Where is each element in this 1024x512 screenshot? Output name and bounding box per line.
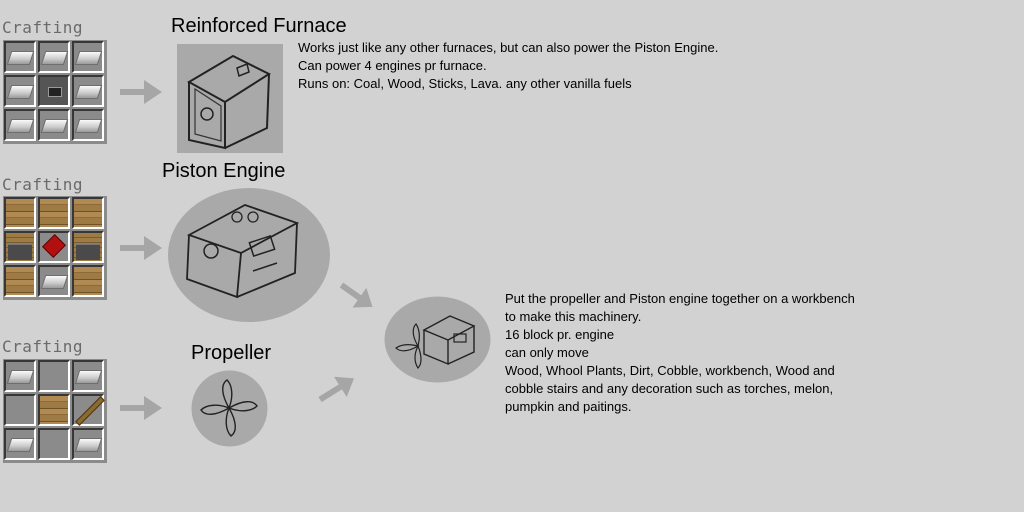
- crafting-slot-plank: [38, 394, 70, 426]
- arrow-diagonal-down-icon: [339, 282, 373, 308]
- crafting-slot-ingot: [4, 41, 36, 73]
- piston-engine-sketch: [168, 188, 330, 322]
- crafting-grid-engine: [3, 196, 107, 300]
- description-line: 16 block pr. engine: [505, 327, 615, 342]
- crafting-slot-ingot: [72, 360, 104, 392]
- crafting-slot-empty: [38, 428, 70, 460]
- machinery-sketch: [384, 296, 491, 383]
- crafting-slot-plank: [4, 265, 36, 297]
- crafting-slot-plank: [4, 197, 36, 229]
- crafting-slot-ingot: [72, 428, 104, 460]
- description-line: cobble stairs and any decoration such as…: [505, 381, 834, 396]
- crafting-slot-pistonmini: [4, 231, 36, 263]
- crafting-label-engine: Crafting: [2, 175, 84, 194]
- crafting-slot-ingot: [38, 41, 70, 73]
- description-line: Wood, Whool Plants, Dirt, Cobble, workbe…: [505, 363, 835, 378]
- crafting-slot-stick: [72, 394, 104, 426]
- description-line: to make this machinery.: [505, 309, 642, 324]
- description-line: pumpkin and paitings.: [505, 399, 632, 414]
- arrow-right-icon: [120, 396, 162, 420]
- crafting-grid-propeller: [3, 359, 107, 463]
- crafting-label-furnace: Crafting: [2, 18, 84, 37]
- crafting-slot-ingot: [72, 41, 104, 73]
- furnace-description: Works just like any other furnaces, but …: [298, 39, 718, 93]
- furnace-title: Reinforced Furnace: [171, 15, 347, 37]
- crafting-slot-plank: [38, 197, 70, 229]
- crafting-slot-empty: [38, 360, 70, 392]
- crafting-slot-ingot: [4, 360, 36, 392]
- crafting-slot-plank: [72, 265, 104, 297]
- crafting-slot-ingot: [4, 75, 36, 107]
- crafting-slot-ingot: [72, 75, 104, 107]
- crafting-grid-furnace: [3, 40, 107, 144]
- crafting-label-propeller: Crafting: [2, 337, 84, 356]
- description-line: Runs on: Coal, Wood, Sticks, Lava. any o…: [298, 76, 632, 91]
- crafting-slot-ingot: [4, 428, 36, 460]
- crafting-slot-ingot: [4, 109, 36, 141]
- description-line: Can power 4 engines pr furnace.: [298, 58, 487, 73]
- arrow-right-icon: [120, 236, 162, 260]
- crafting-slot-pistonmini: [72, 231, 104, 263]
- crafting-slot-furnace: [38, 75, 70, 107]
- description-line: Works just like any other furnaces, but …: [298, 40, 719, 55]
- crafting-slot-empty: [4, 394, 36, 426]
- description-line: Put the propeller and Piston engine toge…: [505, 291, 855, 306]
- crafting-slot-redstone: [38, 231, 70, 263]
- arrow-diagonal-up-icon: [318, 376, 354, 403]
- crafting-slot-ingot: [38, 109, 70, 141]
- description-line: can only move: [505, 345, 589, 360]
- propeller-sketch: [191, 370, 268, 447]
- crafting-slot-ingot: [38, 265, 70, 297]
- crafting-slot-plank: [72, 197, 104, 229]
- arrow-right-icon: [120, 80, 162, 104]
- engine-title: Piston Engine: [162, 160, 286, 182]
- machinery-description: Put the propeller and Piston engine toge…: [505, 290, 855, 416]
- crafting-slot-ingot: [72, 109, 104, 141]
- furnace-sketch: [177, 44, 283, 153]
- propeller-title: Propeller: [191, 342, 272, 364]
